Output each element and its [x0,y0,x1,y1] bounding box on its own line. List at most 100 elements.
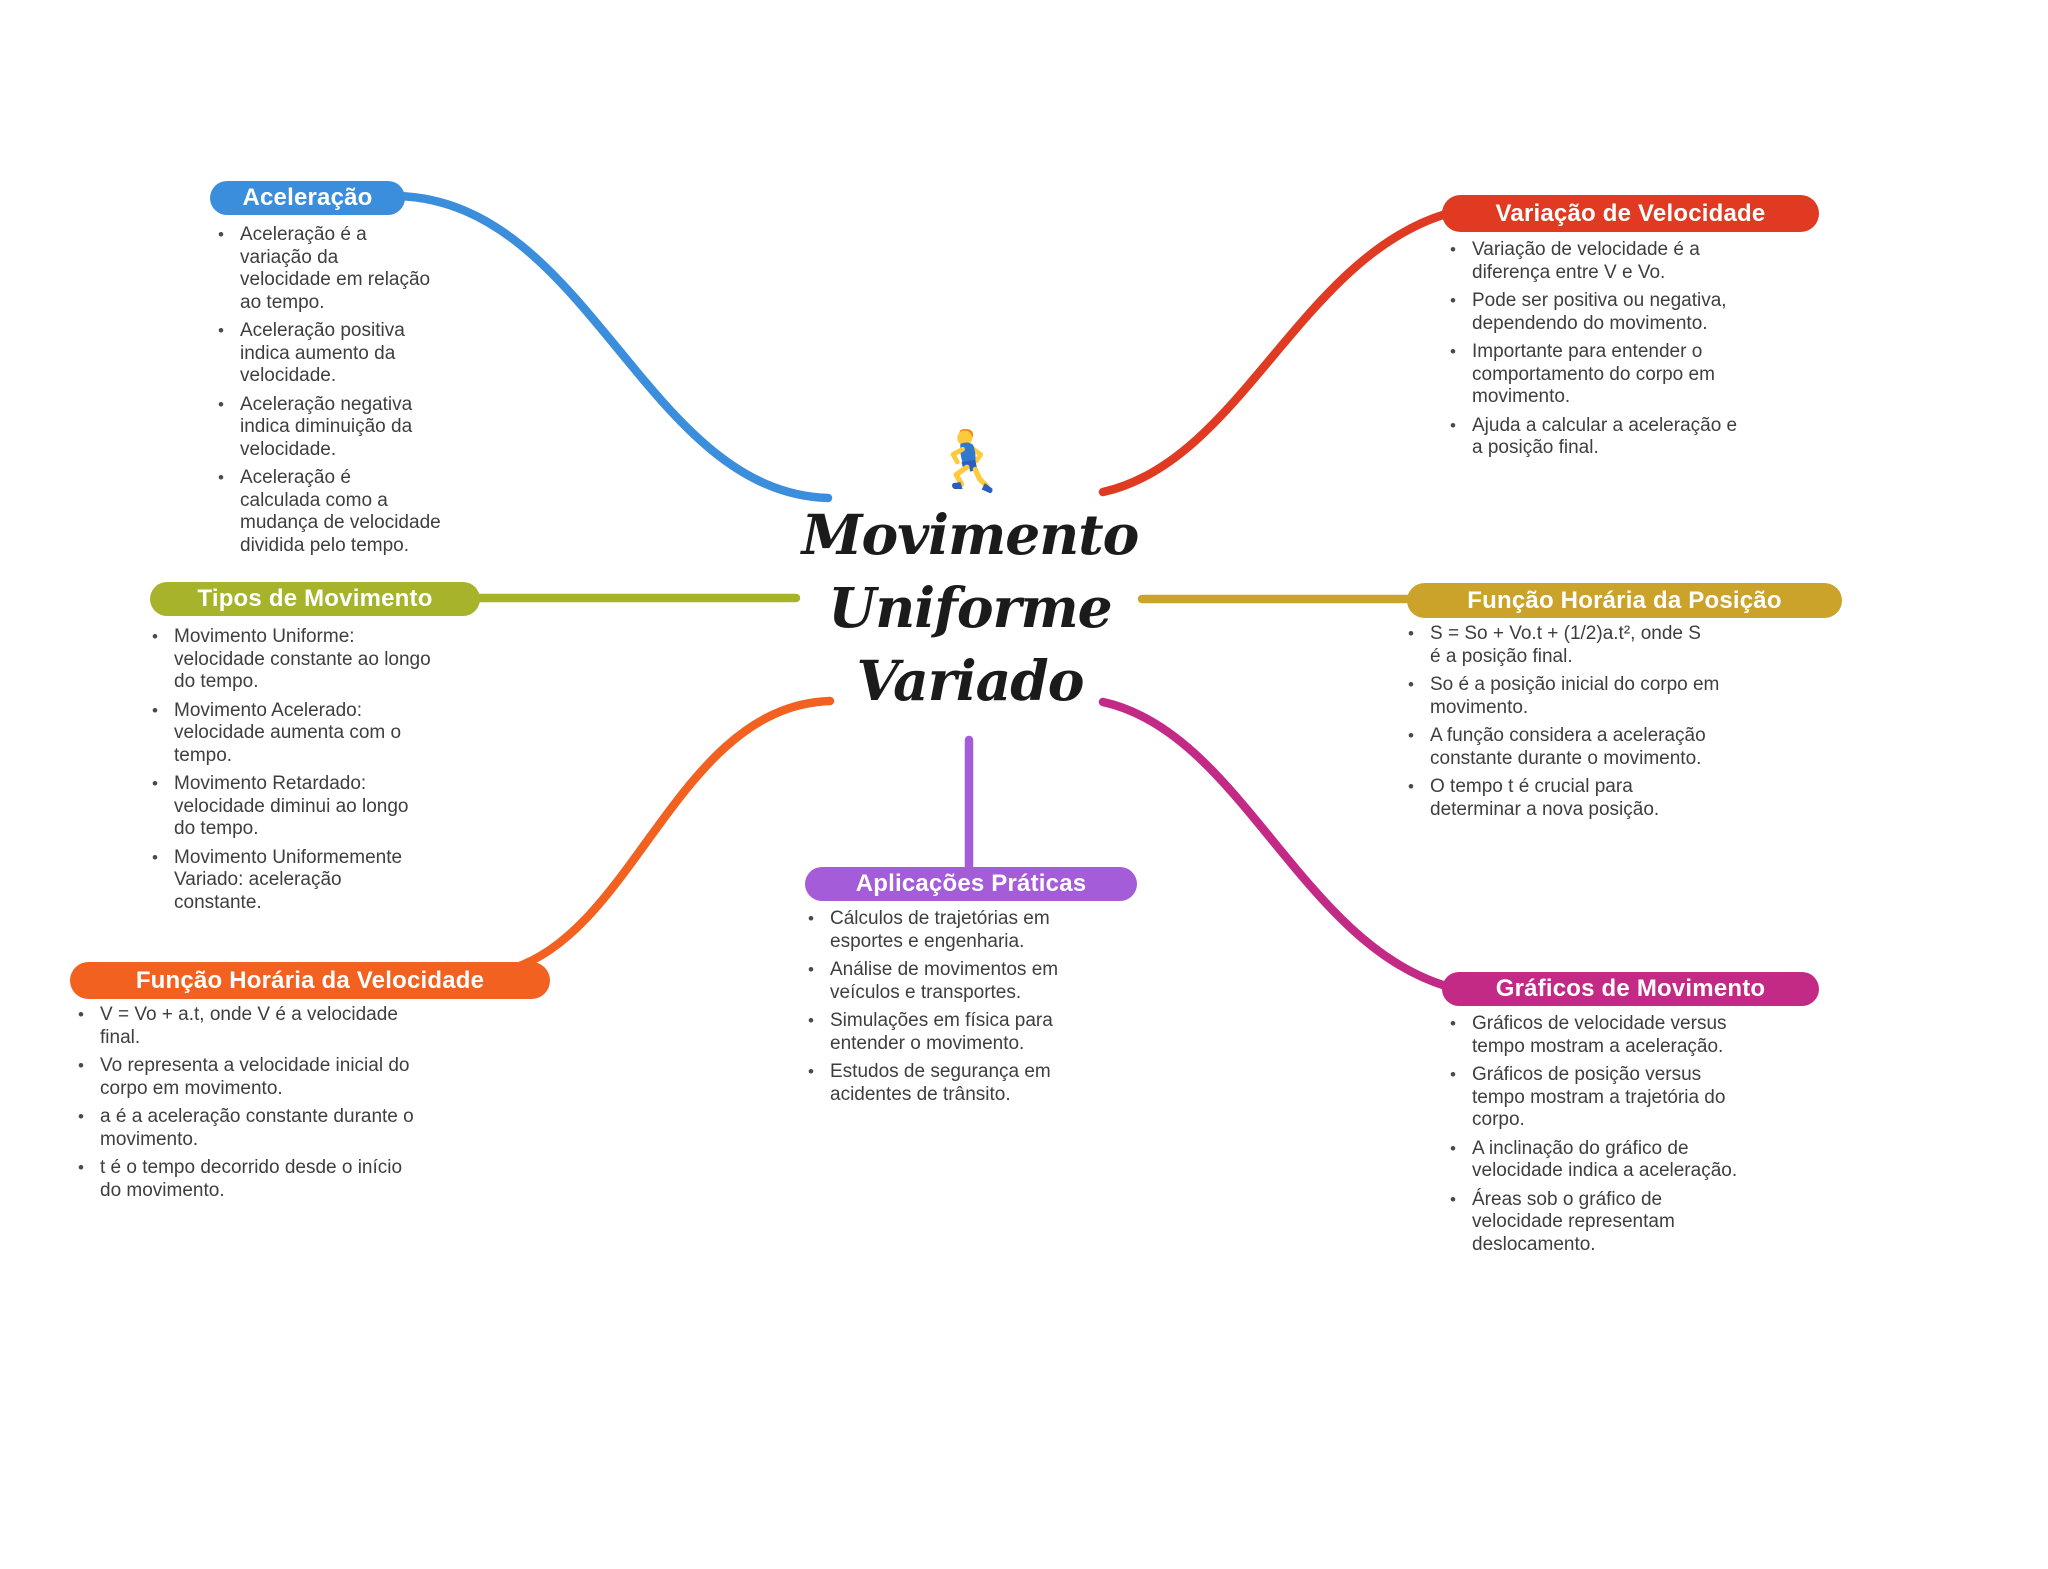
bullet-dot: • [1408,726,1414,745]
bullet-item: • Aceleração negativa indica diminuição d… [218,394,468,462]
branch-list-variacao-de-velocidade: • Variação de velocidade é a diferença en… [1450,239,1800,466]
branch-list-graficos-de-movimento: • Gráficos de velocidade versus tempo mos… [1450,1013,1800,1262]
bullet-item: • V = Vo + a.t, onde V é a velocidade fin… [78,1004,488,1049]
connector-graficos-de-movimento [1098,697,1451,991]
bullet-dot: • [808,1011,814,1030]
bullet-text: Gráficos de velocidade versus tempo most… [1472,1013,1727,1057]
bullet-item: •So é a posição inicial do corpo em movi… [1408,674,1788,719]
bullet-dot: • [808,909,814,928]
branch-label: Tipos de Movimento [197,585,433,612]
bullet-dot: • [218,225,224,244]
bullet-text: Aceleração negativa indica diminuição da… [240,393,413,460]
bullet-text: V = Vo + a.t, onde V é a velocidade fina… [100,1004,398,1048]
runner-emoji [950,429,993,494]
bullet-item: • Áreas sob o gráfico de velocidade repre… [1450,1189,1800,1257]
bullet-item: • Aceleração é a variação da velocidade e… [218,224,468,314]
bullet-text: O tempo t é crucial para determinar a no… [1430,776,1660,820]
bullet-dot: • [1408,777,1414,796]
bullet-item: •Variação de velocidade é a diferença en… [1450,239,1800,284]
bullet-text: Variação de velocidade é a diferença ent… [1472,239,1700,283]
bullet-text: Movimento Uniformemente Variado: acelera… [174,846,403,913]
branch-pill-graficos-de-movimento[interactable]: Gráficos de Movimento [1442,972,1819,1006]
bullet-text: Gráficos de posição versus tempo mostram… [1472,1064,1726,1130]
bullet-dot: • [1450,1014,1456,1033]
bullet-dot: • [78,1005,84,1024]
bullet-dot: • [152,700,158,720]
bullet-text: Estudos de segurança em acidentes de trâ… [830,1061,1051,1105]
bullet-dot: • [1450,291,1456,310]
bullet-item: •t é o tempo decorrido desde o início do… [78,1157,488,1202]
bullet-item: • Pode ser positiva ou negativa, dependen… [1450,290,1800,335]
bullet-item: •Simulações em física para entender o mo… [808,1010,1128,1055]
bullet-text: a é a aceleração constante durante o mov… [100,1106,414,1150]
bullet-dot: • [808,1062,814,1081]
branch-pill-funcao-horaria-da-velocidade[interactable]: Função Horária da Velocidade [70,962,550,999]
bullet-item: • Estudos de segurança em acidentes de tr… [808,1061,1128,1106]
center-title-line: Variado [856,648,1085,713]
bullet-dot: • [1450,342,1456,361]
branch-pill-funcao-horaria-da-posicao[interactable]: Função Horária da Posição [1407,583,1842,618]
bullet-item: •a é a aceleração constante durante o mo… [78,1106,488,1151]
bullet-dot: • [1450,1138,1456,1158]
bullet-text: Cálculos de trajetórias em esportes e en… [830,908,1050,952]
bullet-text: Movimento Retardado: velocidade diminui … [174,773,409,839]
bullet-text: A inclinação do gráfico de velocidade in… [1472,1137,1738,1182]
bullet-item: • Vo representa a velocidade inicial do c… [78,1055,488,1100]
bullet-dot: • [218,394,224,414]
branch-label: Aceleração [242,184,373,211]
center-title: Movimento Uniforme Variado [770,498,1170,717]
branch-pill-tipos-de-movimento[interactable]: Tipos de Movimento [150,582,480,616]
branch-pill-aceleracao[interactable]: Aceleração [210,181,405,215]
branch-label: Gráficos de Movimento [1495,975,1766,1002]
branch-label: Variação de Velocidade [1495,199,1766,227]
bullet-dot: • [78,1056,84,1075]
bullet-dot: • [152,774,158,793]
branch-list-aplicacoes-praticas: • Cálculos de trajetórias em esportes e e… [808,908,1128,1112]
bullet-item: •Importante para entender o comportament… [1450,341,1800,409]
bullet-dot: • [808,960,814,979]
bullet-text: Movimento Uniforme: velocidade constante… [174,626,431,692]
bullet-text: S = So + Vo.t + (1/2)a.t², onde S é a po… [1430,623,1701,667]
bullet-dot: • [218,321,224,340]
bullet-item: • A função considera a aceleração constan… [1408,725,1788,770]
bullet-item: • A inclinação do gráfico de velocidade i… [1450,1138,1800,1183]
bullet-text: Pode ser positiva ou negativa, dependend… [1472,290,1727,334]
bullet-dot: • [152,847,158,867]
bullet-item: • Ajuda a calcular a aceleração e a posiç… [1450,415,1800,460]
bullet-dot: • [1408,624,1414,643]
bullet-dot: • [218,468,224,487]
center-title-line: Movimento [801,502,1140,567]
bullet-item: • Movimento Uniformemente Variado: aceler… [152,847,452,915]
center-node[interactable]: Movimento Uniforme Variado [770,428,1170,717]
bullet-item: • Movimento Uniforme: velocidade constant… [152,626,452,694]
bullet-dot: • [152,627,158,646]
bullet-item: • S = So + Vo.t + (1/2)a.t², onde S é a p… [1408,623,1788,668]
bullet-text: So é a posição inicial do corpo em movim… [1430,674,1720,718]
bullet-item: • Cálculos de trajetórias em esportes e e… [808,908,1128,953]
bullet-text: Análise de movimentos em veículos e tran… [830,959,1059,1003]
bullet-text: Vo representa a velocidade inicial do co… [100,1055,410,1099]
bullet-dot: • [1450,1065,1456,1084]
bullet-item: • Gráficos de posição versus tempo mostra… [1450,1064,1800,1132]
bullet-item: •Aceleração é calculada como a mudança d… [218,467,468,557]
branch-pill-aplicacoes-praticas[interactable]: Aplicações Práticas [805,867,1137,901]
bullet-text: Áreas sob o gráfico de velocidade repres… [1472,1188,1675,1255]
bullet-text: A função considera a aceleração constant… [1430,725,1706,769]
connector-funcao-horaria-da-velocidade [509,696,835,973]
bullet-text: Aceleração é a variação da velocidade em… [240,224,431,313]
bullet-dot: • [1450,415,1456,435]
connector-variacao-de-velocidade [1098,209,1451,497]
branch-pill-variacao-de-velocidade[interactable]: Variação de Velocidade [1442,195,1819,232]
branch-list-funcao-horaria-da-velocidade: • V = Vo + a.t, onde V é a velocidade fin… [78,1004,488,1208]
branch-label: Aplicações Práticas [855,870,1087,897]
bullet-item: • Análise de movimentos em veículos e tra… [808,959,1128,1004]
bullet-dot: • [1450,1189,1456,1209]
bullet-text: Ajuda a calcular a aceleração e a posiçã… [1472,414,1738,459]
bullet-item: •Aceleração positiva indica aumento da v… [218,320,468,388]
bullet-text: t é o tempo decorrido desde o início do … [100,1157,403,1201]
bullet-item: •Movimento Acelerado: velocidade aumenta… [152,700,452,768]
branch-list-aceleracao: • Aceleração é a variação da velocidade e… [218,224,468,563]
bullet-item: • Movimento Retardado: velocidade diminui… [152,773,452,841]
